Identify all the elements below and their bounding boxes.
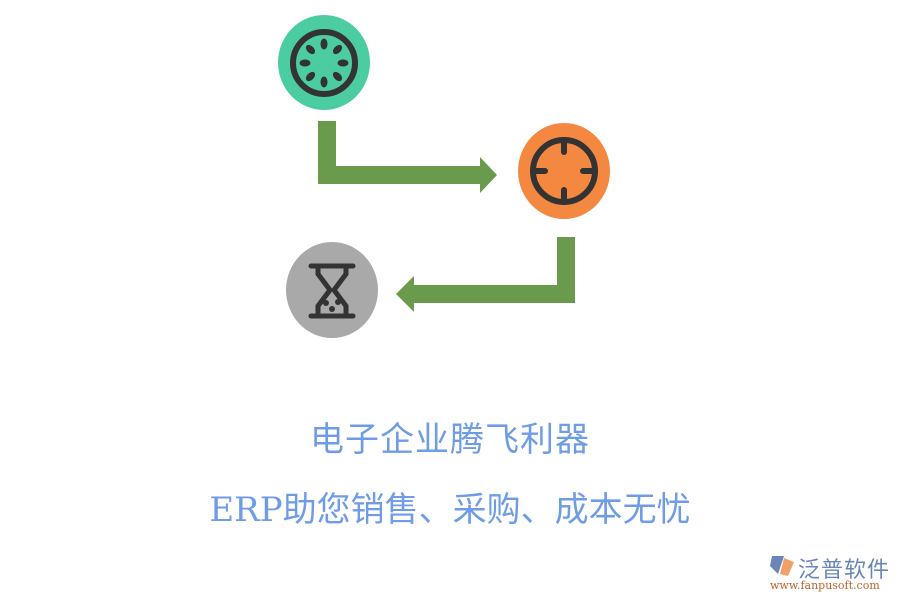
- logo-mark-icon: [770, 556, 794, 576]
- step-1-node: [278, 15, 370, 110]
- logo-name: 泛普软件: [798, 558, 891, 583]
- fanpusoft-logo: 泛普软件 www.fanpusoft.com: [768, 552, 896, 598]
- logo-url: www.fanpusoft.com: [770, 579, 880, 592]
- step-3-node: [286, 242, 378, 338]
- arrow-step2-to-step3: [396, 237, 575, 312]
- loading-spinner-icon: [290, 28, 358, 97]
- caption-title: 电子企业腾飞利器: [310, 420, 590, 460]
- hourglass-icon: [308, 263, 356, 319]
- step-2-node: [518, 123, 610, 219]
- caption-subtitle: ERP助您销售、采购、成本无忧: [209, 490, 691, 530]
- crosshair-target-icon: [530, 137, 598, 205]
- arrow-step1-to-step2: [318, 121, 497, 193]
